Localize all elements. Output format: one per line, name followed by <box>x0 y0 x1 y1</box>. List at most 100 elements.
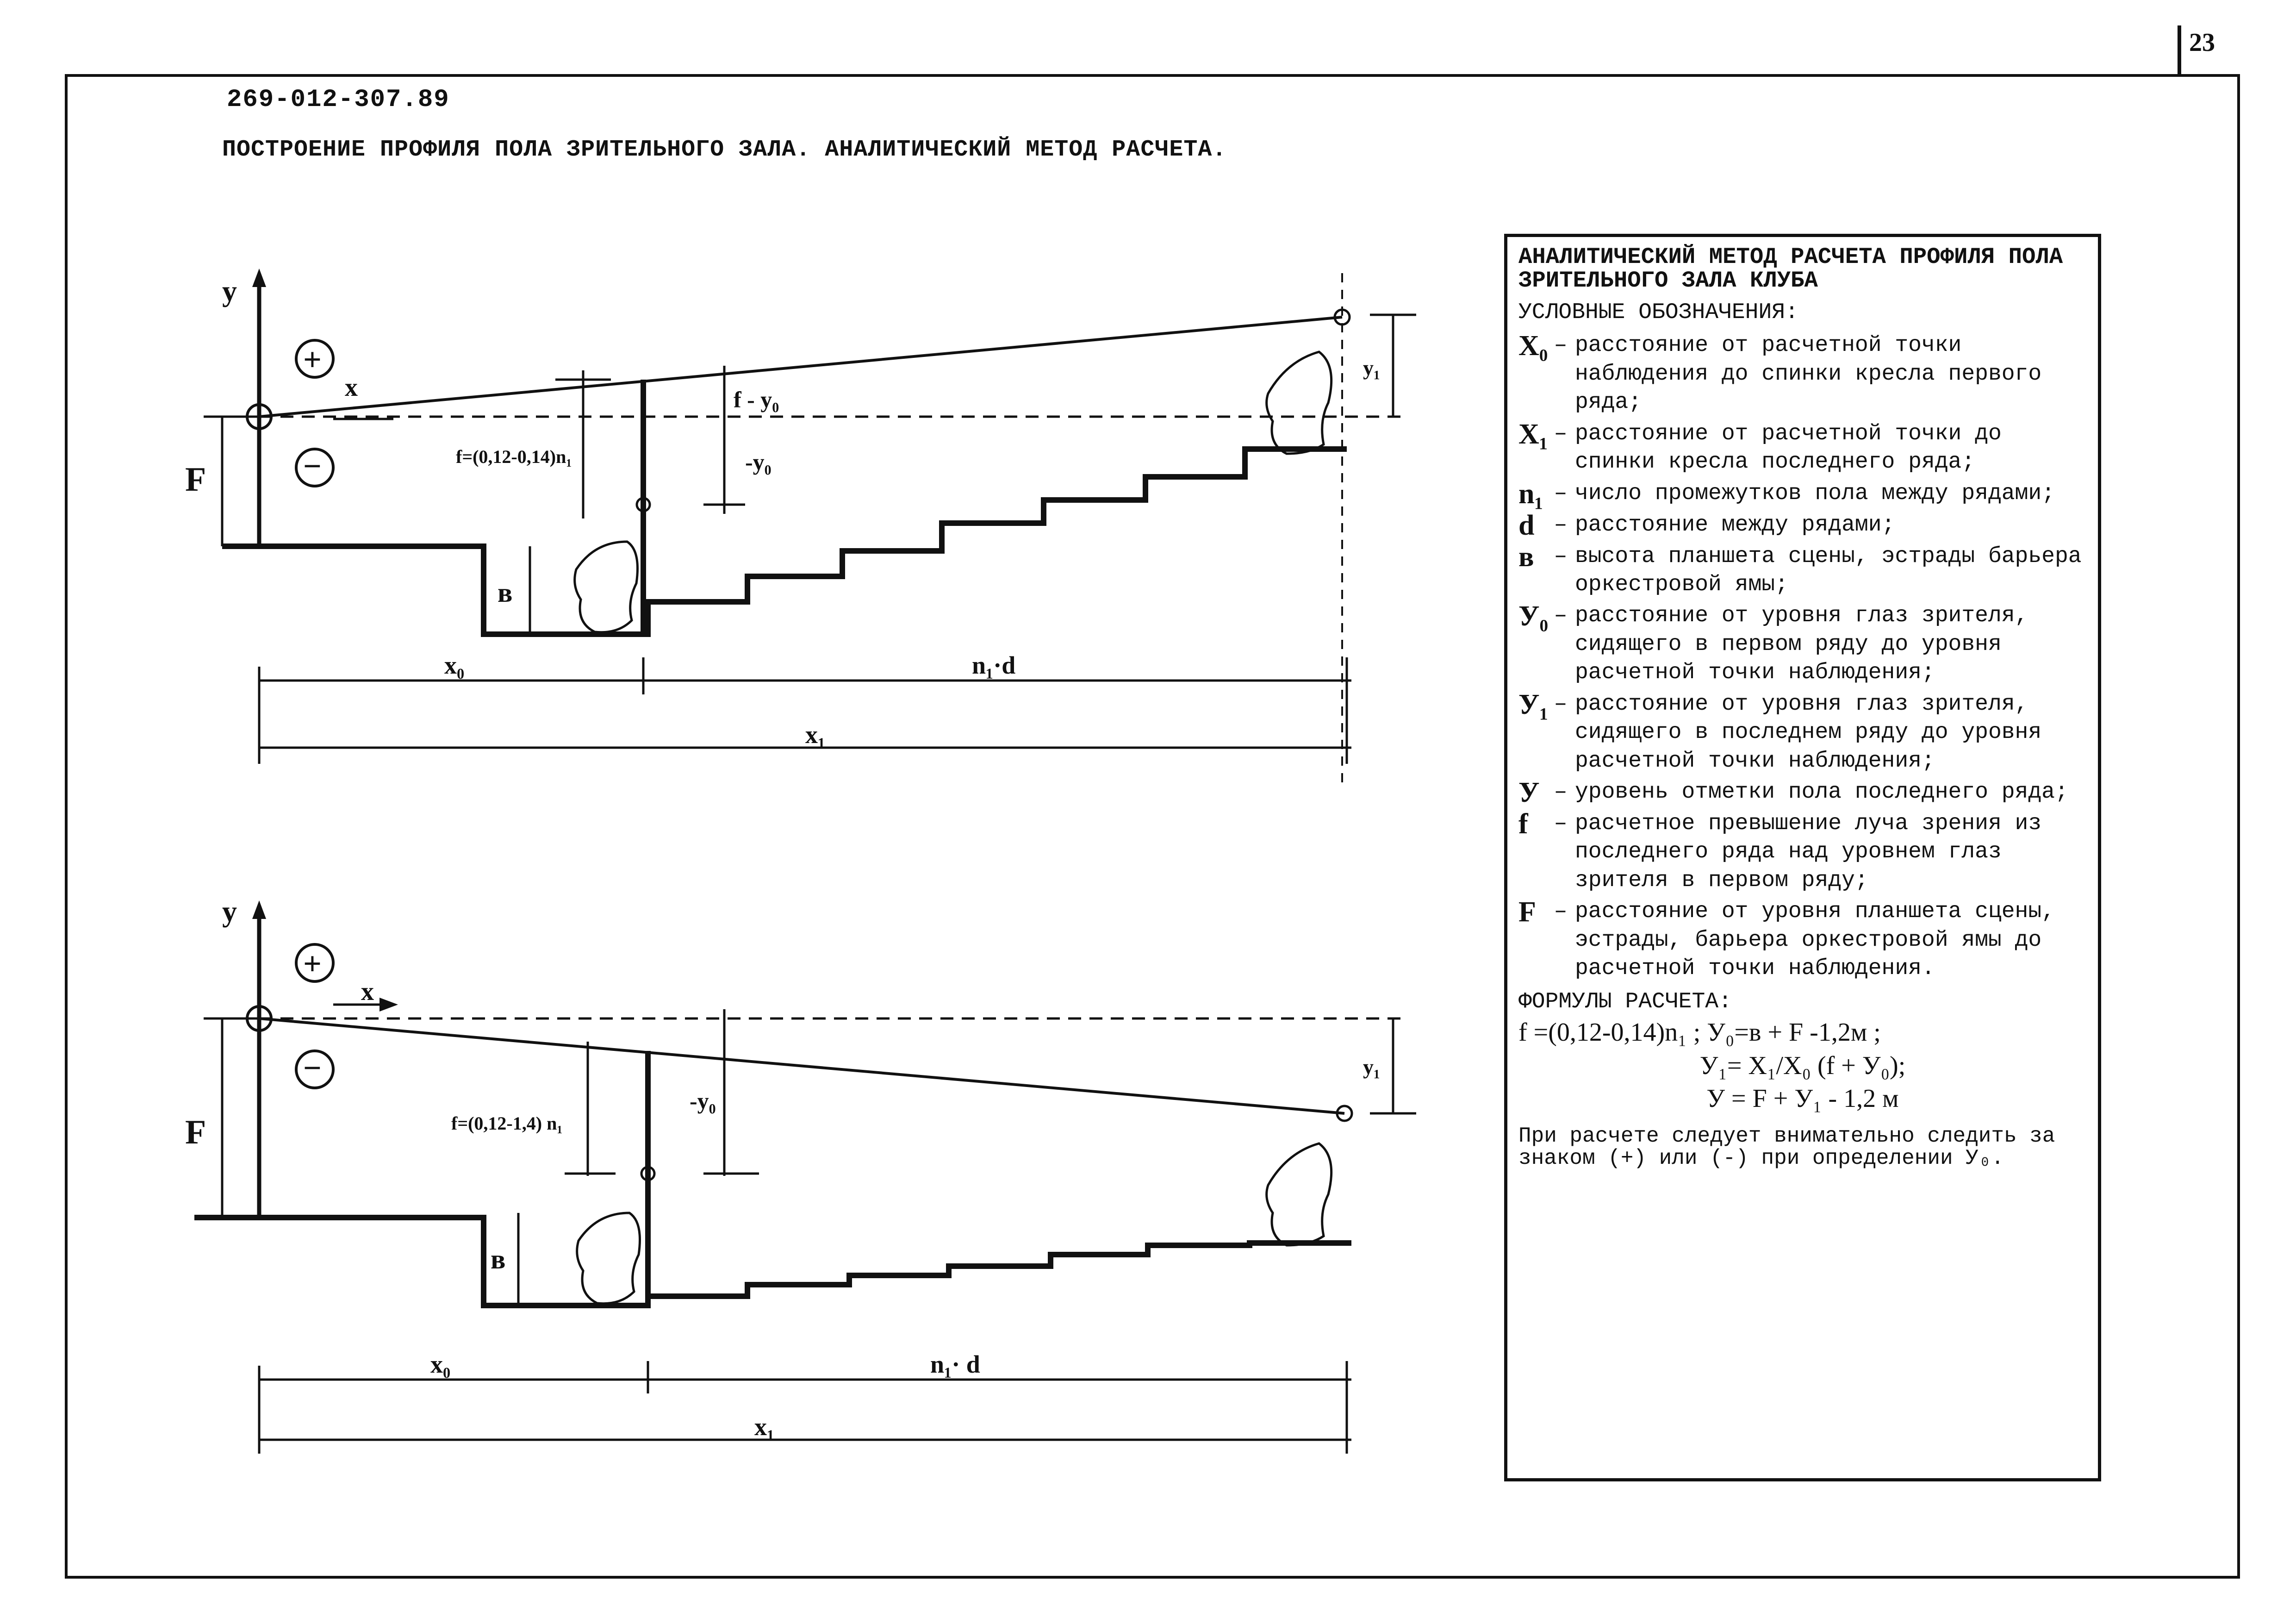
bottom-y-axis-label: у <box>222 895 237 928</box>
drawing-frame <box>65 74 2240 1579</box>
legend-item: в – высота планшета сцены, эстрады барье… <box>1518 543 2087 600</box>
legend-dash: – <box>1554 691 1568 717</box>
top-x0-label: x₀ <box>444 651 464 679</box>
formula-3: У = F + У₁ - 1,2 м <box>1706 1084 1899 1113</box>
top-y-arrow-icon <box>252 269 266 287</box>
bottom-minus-icon <box>295 1049 335 1089</box>
bottom-chair-first-icon <box>576 1212 641 1305</box>
bottom-chair-last-icon <box>1265 1142 1333 1247</box>
bottom-plus-icon <box>295 943 335 983</box>
top-x1-label: x₁ <box>805 721 825 749</box>
top-minus-sign: − <box>303 449 322 484</box>
legend-symbol: У <box>1518 777 1540 808</box>
legend-description: расчетное превышение луча зрения из посл… <box>1575 811 2042 893</box>
legend-description: расстояние от расчетной точки наблюдения… <box>1575 333 2042 415</box>
bottom-floor-profile <box>194 1215 1351 1308</box>
legend-symbol: в <box>1518 541 1534 573</box>
legend-dash: – <box>1554 603 1568 629</box>
legend-description: расстояние от уровня планшета сцены, эст… <box>1575 899 2055 981</box>
legend-subheading: УСЛОВНЫЕ ОБОЗНАЧЕНИЯ: <box>1518 300 1798 325</box>
legend-description: число промежутков пола между рядами; <box>1575 481 2055 506</box>
top-f-formula: f=(0,12-0,14)n₁ <box>456 446 572 467</box>
bottom-minus-y0: -y₀ <box>690 1088 716 1114</box>
legend-description: расстояние между рядами; <box>1575 512 1895 537</box>
bottom-plus-sign: + <box>303 946 322 982</box>
legend-item: n₁ – число промежутков пола между рядами… <box>1518 480 2087 508</box>
legend-box: АНАЛИТИЧЕСКИЙ МЕТОД РАСЧЕТА ПРОФИЛЯ ПОЛА… <box>1504 234 2101 1481</box>
legend-item: F – расстояние от уровня планшета сцены,… <box>1518 898 2087 983</box>
top-nd-label: n₁·d <box>972 651 1015 679</box>
bottom-sight-line <box>259 1017 1345 1115</box>
bottom-target-point-icon <box>1336 1105 1353 1122</box>
legend-item: X₁ – расстояние от расчетной точки до сп… <box>1518 420 2087 477</box>
legend-heading: АНАЛИТИЧЕСКИЙ МЕТОД РАСЧЕТА ПРОФИЛЯ ПОЛА… <box>1518 244 2063 294</box>
top-floor-profile <box>222 446 1347 637</box>
formulas-section: ФОРМУЛЫ РАСЧЕТА: f =(0,12-0,14)n₁ ; У₀=в… <box>1518 988 2087 1116</box>
top-y-axis-label: у <box>222 275 237 307</box>
top-sight-line <box>259 316 1343 418</box>
legend-item: У₁ – расстояние от уровня глаз зрителя, … <box>1518 690 2087 775</box>
bottom-x0-label: x₀ <box>430 1350 450 1378</box>
bottom-y1-label: y₁ <box>1363 1055 1380 1079</box>
legend-item: У – уровень отметки пола последнего ряда… <box>1518 778 2087 807</box>
document-title: ПОСТРОЕНИЕ ПРОФИЛЯ ПОЛА ЗРИТЕЛЬНОГО ЗАЛА… <box>222 137 1227 163</box>
bottom-f-formula: f=(0,12-1,4) n₁ <box>451 1113 562 1134</box>
top-f-minus-y0: f - y₀ <box>734 387 779 412</box>
top-plus-sign: + <box>303 342 322 378</box>
legend-description: расстояние от уровня глаз зрителя, сидящ… <box>1575 691 2042 774</box>
bottom-y-arrow-icon <box>252 900 266 919</box>
document-code: 269-012-307.89 <box>227 86 450 114</box>
legend-description: уровень отметки пола последнего ряда; <box>1575 780 2068 805</box>
legend-item: d – расстояние между рядами; <box>1518 511 2087 540</box>
top-y1-label: y₁ <box>1363 356 1380 380</box>
legend-dash: – <box>1554 543 1568 569</box>
bottom-x-arrow-icon <box>380 998 398 1012</box>
bottom-b-label: в <box>491 1244 505 1274</box>
top-b-label: в <box>498 577 512 608</box>
bottom-x1-label: x₁ <box>754 1413 774 1441</box>
legend-description: высота планшета сцены, эстрады барьера о… <box>1575 543 2082 597</box>
bottom-eye-point-icon <box>640 1166 656 1181</box>
page-number: 23 <box>2189 28 2215 57</box>
diagram-top <box>204 269 1416 787</box>
top-origin-icon <box>246 403 273 430</box>
formula-2: У₁= X₁/X₀ (f + У₀); <box>1699 1051 1906 1080</box>
legend-item: У₀ – расстояние от уровня глаз зрителя, … <box>1518 602 2087 687</box>
legend-item: X₀ – расстояние от расчетной точки наблю… <box>1518 331 2087 417</box>
legend-description: расстояние от уровня глаз зрителя, сидящ… <box>1575 603 2028 686</box>
bottom-minus-sign: − <box>303 1050 322 1086</box>
legend-dash: – <box>1554 481 1568 506</box>
legend-item: f – расчетное превышение луча зрения из … <box>1518 810 2087 895</box>
top-target-point-icon <box>1333 308 1351 326</box>
top-x-axis-label: х <box>345 373 358 402</box>
formulas-heading: ФОРМУЛЫ РАСЧЕТА: <box>1518 989 1732 1014</box>
bottom-F-label: F <box>185 1113 206 1151</box>
legend-dash: – <box>1554 811 1568 836</box>
bottom-x-axis-label: х <box>361 977 374 1006</box>
legend-dash: – <box>1554 421 1568 446</box>
top-chair-last-icon <box>1265 350 1333 455</box>
top-F-label: F <box>185 461 206 499</box>
legend-symbol: X₀ <box>1518 330 1548 362</box>
page-number-bar <box>2178 25 2181 76</box>
top-minus-icon <box>295 448 335 487</box>
legend-symbol: f <box>1518 808 1528 840</box>
top-plus-icon <box>295 339 335 379</box>
formula-1: f =(0,12-0,14)n₁ ; У₀=в + F -1,2м ; <box>1518 1018 1881 1047</box>
legend-dash: – <box>1554 780 1568 805</box>
legend-description: расстояние от расчетной точки до спинки … <box>1575 421 2002 475</box>
legend-symbol: X₁ <box>1518 418 1548 450</box>
legend-symbol: У₀ <box>1518 600 1549 632</box>
legend-symbol: F <box>1518 896 1536 928</box>
legend-dash: – <box>1554 899 1568 924</box>
legend-symbol: n₁ <box>1518 478 1543 510</box>
diagram-bottom <box>194 900 1416 1454</box>
legend-dash: – <box>1554 512 1568 537</box>
legend-symbol: d <box>1518 509 1535 541</box>
calculation-note: При расчете следует внимательно следить … <box>1518 1124 2055 1171</box>
legend-dash: – <box>1554 333 1568 358</box>
legend-symbol: У₁ <box>1518 688 1549 720</box>
top-minus-y0: -y₀ <box>745 449 772 475</box>
top-chair-first-icon <box>573 540 639 634</box>
